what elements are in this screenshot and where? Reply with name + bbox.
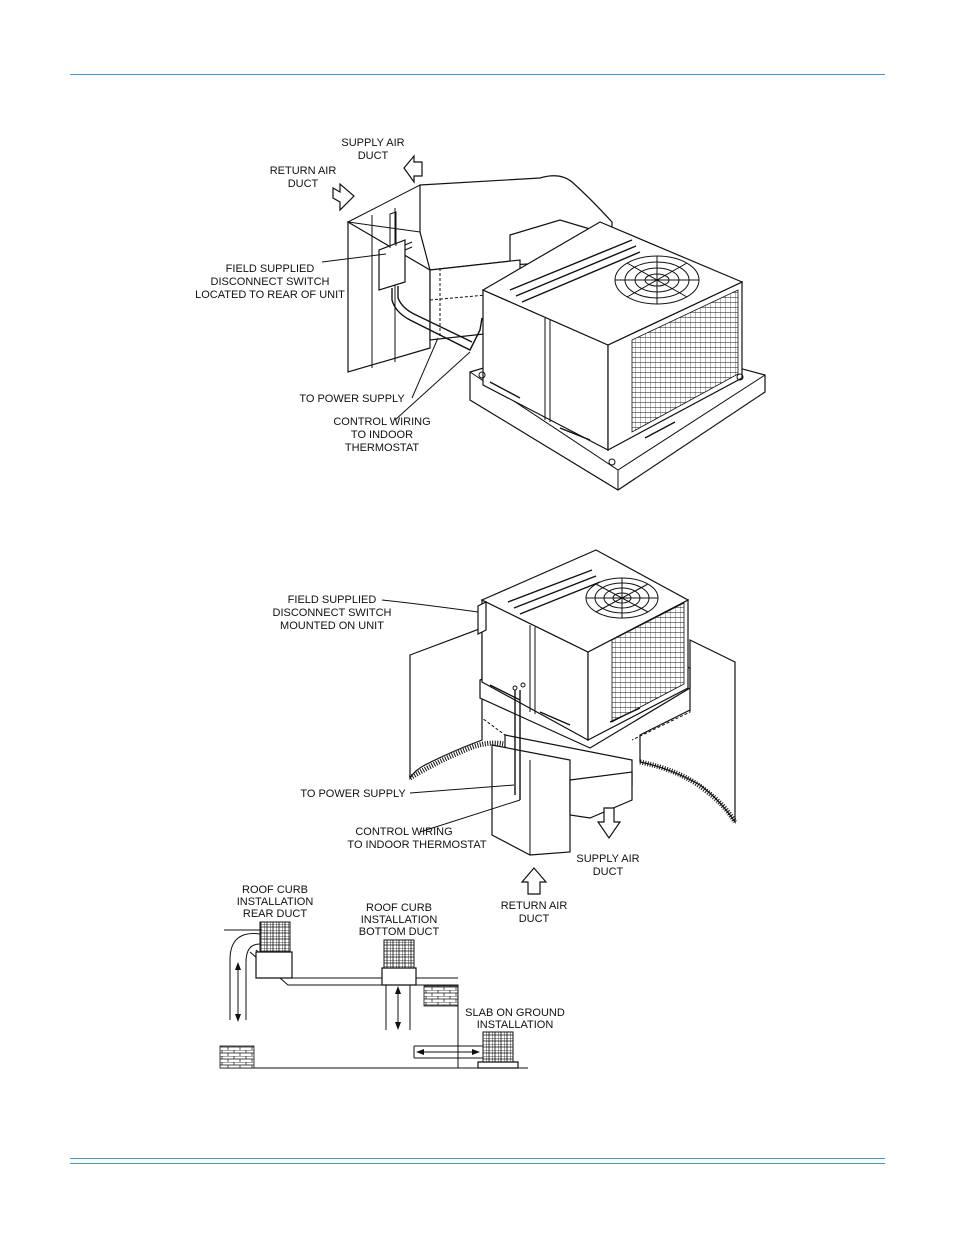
disconnect-switch-unit-icon <box>477 601 487 635</box>
supply-air-label-2: DUCT <box>358 150 389 162</box>
return-air-arrow-mid-icon <box>520 867 548 895</box>
disconnect-label-3: LOCATED TO REAR OF UNIT <box>195 289 345 301</box>
footer-rule-lower <box>70 1163 885 1164</box>
return-air-label-2: DUCT <box>288 178 319 190</box>
building-wall <box>347 220 431 373</box>
slab-label-1: SLAB ON GROUND <box>465 1007 565 1019</box>
rear-duct-label-1: ROOF CURB <box>242 884 308 896</box>
unit-top <box>481 221 744 346</box>
bottom-duct-label-3: BOTTOM DUCT <box>359 926 440 938</box>
footer-rule-upper <box>70 1158 885 1159</box>
control-wiring-label-1: CONTROL WIRING <box>333 416 430 428</box>
rear-duct-label-2: INSTALLATION <box>237 896 314 908</box>
condenser-fan-icon <box>614 255 700 305</box>
return-air-mid-label-2: DUCT <box>519 913 550 925</box>
control-wiring-label-3: THERMOSTAT <box>345 442 419 454</box>
power-supply-mid-label: TO POWER SUPPLY <box>300 788 406 800</box>
roof-panel-left <box>409 627 483 781</box>
supply-air-label-1: SUPPLY AIR <box>341 137 404 149</box>
disconnect-mid-label-2: DISCONNECT SWITCH <box>273 607 392 619</box>
return-air-arrow-icon <box>332 182 355 212</box>
control-wiring-label-2: TO INDOOR <box>351 429 413 441</box>
figure-top-rear-duct: SUPPLY AIR DUCT RETURN AIR DUCT FIELD SU… <box>195 137 766 491</box>
roof-panel-right <box>639 639 736 824</box>
supply-duct <box>569 771 633 819</box>
power-supply-label: TO POWER SUPPLY <box>299 393 405 405</box>
brick-wall-left <box>219 1045 255 1069</box>
unit-top-mid <box>480 549 690 653</box>
supply-air-mid-label-2: DUCT <box>593 866 624 878</box>
rear-duct-unit <box>259 921 291 953</box>
control-wiring-mid-label-1: CONTROL WIRING <box>355 826 452 838</box>
control-wiring-mid-label-2: TO INDOOR THERMOSTAT <box>347 839 486 851</box>
disconnect-mid-label-3: MOUNTED ON UNIT <box>280 620 384 632</box>
disconnect-label-2: DISCONNECT SWITCH <box>211 276 330 288</box>
supply-air-arrow-mid-icon <box>596 807 622 840</box>
disconnect-switch-rear-icon <box>378 211 413 291</box>
condenser-fan-mid-icon <box>585 577 659 619</box>
supply-air-arrow-icon <box>403 154 423 184</box>
rear-duct-label-3: REAR DUCT <box>243 908 307 920</box>
disconnect-mid-label-1: FIELD SUPPLIED <box>288 594 377 606</box>
bottom-duct-unit <box>383 939 415 969</box>
return-air-mid-label-1: RETURN AIR <box>501 900 568 912</box>
brick-wall-right <box>423 985 459 1007</box>
slab-unit <box>482 1031 514 1063</box>
figure-middle-bottom-duct: FIELD SUPPLIED DISCONNECT SWITCH MOUNTED… <box>273 549 738 925</box>
slab-label-2: INSTALLATION <box>477 1019 554 1031</box>
disconnect-label-1: FIELD SUPPLIED <box>226 263 315 275</box>
bottom-duct-label-2: INSTALLATION <box>361 914 438 926</box>
figure-bottom-installation-types: ROOF CURB INSTALLATION REAR DUCT ROOF CU… <box>219 884 565 1069</box>
supply-air-mid-label-1: SUPPLY AIR <box>576 853 639 865</box>
header-rule <box>70 74 885 75</box>
return-air-label-1: RETURN AIR <box>270 165 337 177</box>
return-duct <box>491 744 571 856</box>
bottom-duct-label-1: ROOF CURB <box>366 902 432 914</box>
